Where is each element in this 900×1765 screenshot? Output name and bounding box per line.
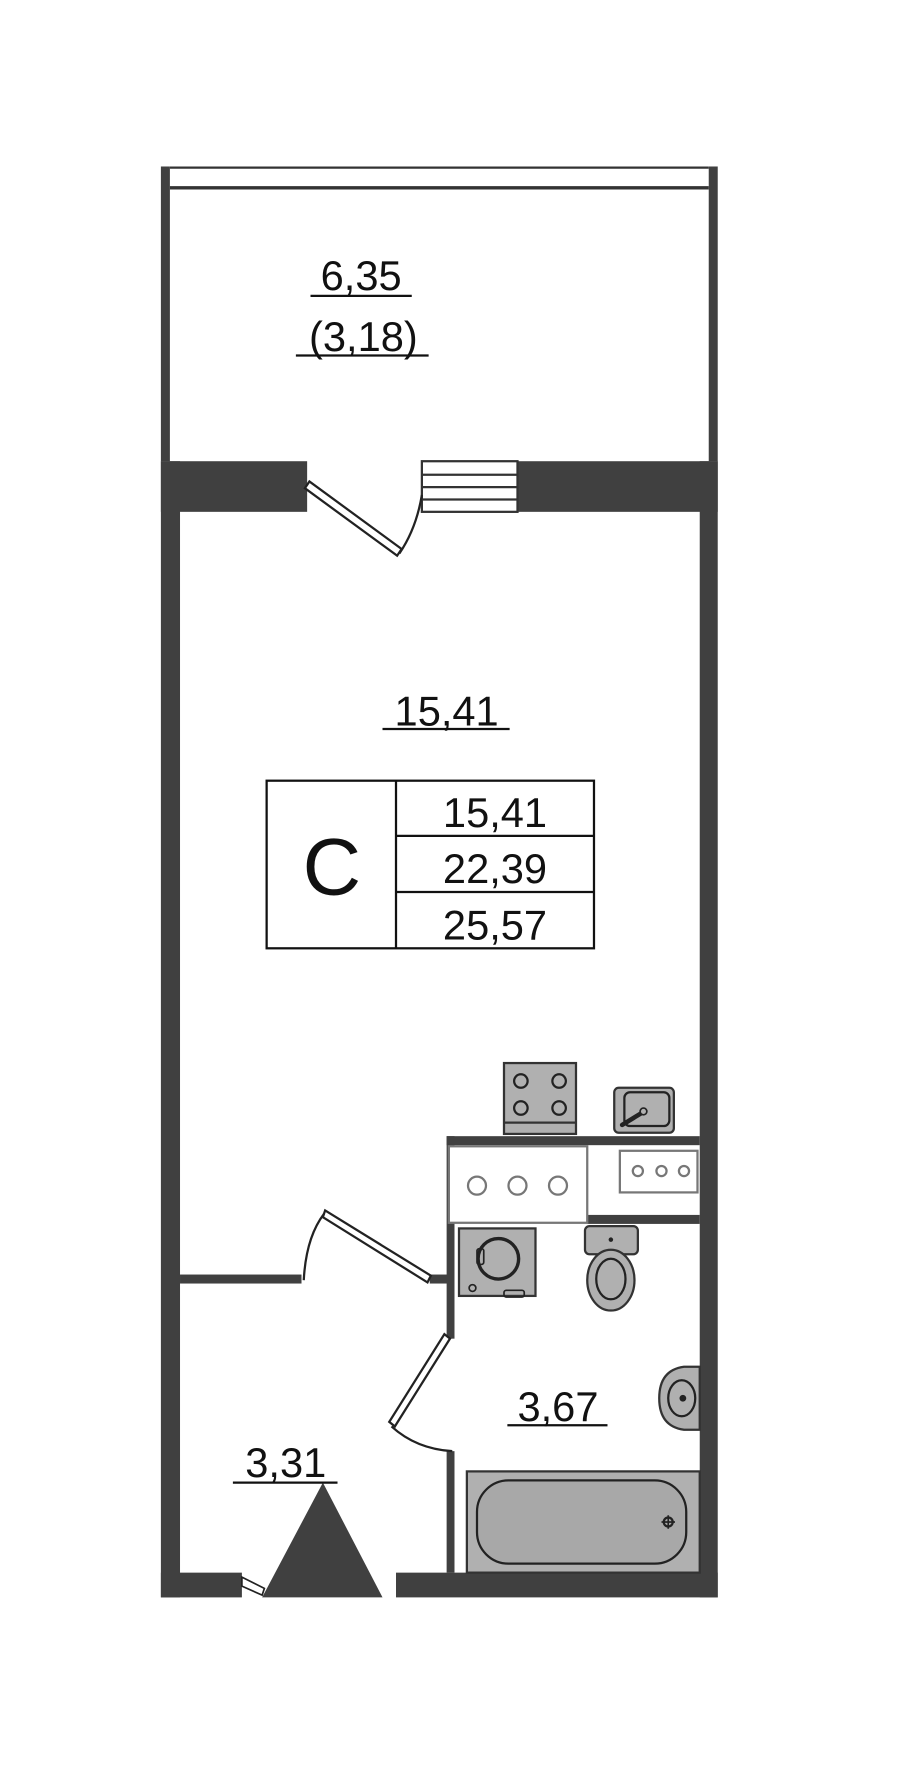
room-door[interactable] [302,1208,433,1285]
bathroom-area-label: 3,67 [507,1383,608,1430]
total-with-balcony-value: 25,57 [443,901,547,948]
area-summary-table: С 15,41 22,39 25,57 [265,779,596,950]
window [420,460,519,513]
entrance-arrow-icon [262,1482,383,1598]
balcony-wall [160,460,718,558]
living-room-area: 15,41 [395,688,499,735]
bathroom-wall-upper [446,1136,455,1339]
bathroom-area: 3,67 [518,1383,599,1430]
hallway-area-label: 3,31 [232,1439,338,1486]
counter-panel [618,1149,699,1194]
hallway-area: 3,31 [245,1439,326,1486]
hall-partition-end [429,1274,455,1284]
living-room-area-label: 15,41 [382,688,510,735]
washing-machine-icon [457,1227,537,1298]
balcony-door[interactable] [303,479,423,558]
kitchen-sink-icon [613,1086,675,1134]
balcony [160,166,718,462]
living-area-value: 15,41 [443,789,547,836]
balcony-area: 6,35 [321,252,402,299]
apartment-type: С [303,822,361,912]
total-area-value: 22,39 [443,845,547,892]
bathroom-door[interactable] [387,1332,453,1453]
stove-icon [502,1061,578,1136]
bottom-wall-right [396,1572,718,1598]
left-wall [160,461,181,1598]
hall-partition [180,1274,302,1284]
balcony-reduced-area: (3,18) [309,313,418,360]
bathtub-icon [465,1470,701,1574]
entrance-door[interactable] [241,1575,266,1597]
bathroom-sink-icon [658,1365,701,1431]
right-wall [699,461,718,1598]
shaft-wall [587,1214,700,1224]
bottom-wall-left [160,1572,242,1598]
balcony-area-label: 6,35 (3,18) [295,252,429,360]
toilet-icon [583,1225,639,1312]
bathroom-wall-lower [446,1451,455,1573]
counter-hob [447,1145,589,1224]
kitchen-wall [446,1136,700,1146]
